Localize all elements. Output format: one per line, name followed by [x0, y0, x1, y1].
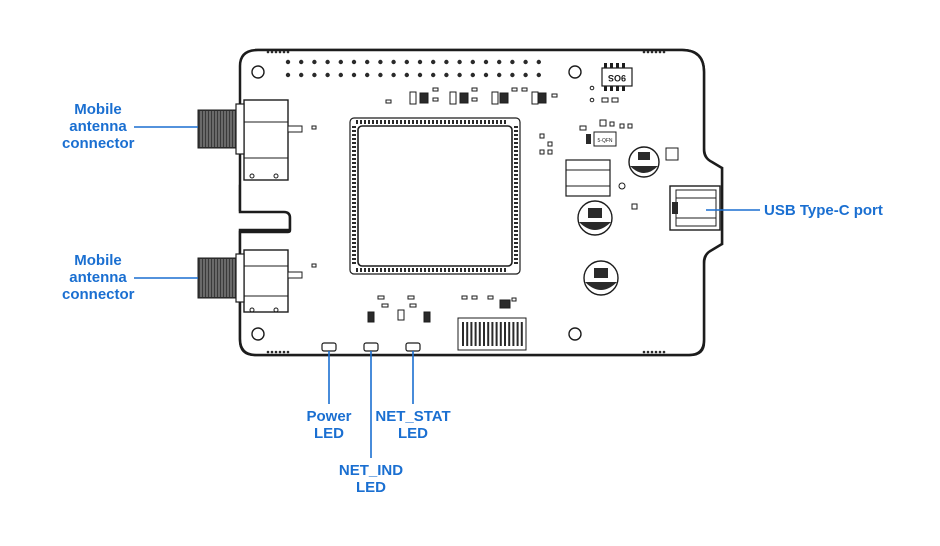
label-antenna-top: Mobile antenna connector — [62, 101, 135, 152]
antenna-connector-top — [197, 99, 303, 181]
net-stat-led — [405, 342, 421, 352]
label-net-ind-led-line2: LED — [356, 479, 386, 496]
mount-hole — [568, 65, 582, 79]
edge-dots — [266, 50, 666, 354]
label-net-stat-led-line2: LED — [398, 425, 428, 442]
net-ind-led — [363, 342, 379, 352]
label-power-led-line2: LED — [314, 425, 344, 442]
mount-hole — [251, 327, 265, 341]
capacitor-3 — [583, 260, 619, 296]
power-led — [321, 342, 337, 352]
label-net-stat-led: NET_STAT LED — [368, 408, 458, 442]
capacitor-1 — [628, 146, 660, 178]
label-usb-line1: USB Type-C port — [764, 202, 883, 219]
chip-marking: 9OS — [608, 73, 626, 83]
label-antenna-bottom-line2: antenna — [69, 269, 127, 286]
label-antenna-bottom: Mobile antenna connector — [62, 252, 135, 303]
antenna-connector-bottom — [197, 249, 303, 313]
label-antenna-bottom-line3: connector — [62, 286, 135, 303]
smd-components-bottom — [311, 125, 517, 323]
chip-qfn-marking: 5-QFN — [598, 138, 613, 144]
label-net-stat-led-line1: NET_STAT — [375, 408, 451, 425]
mount-hole — [251, 65, 265, 79]
label-net-ind-led: NET_IND LED — [328, 462, 414, 496]
chip-9os: 9OS — [589, 63, 633, 103]
inductor-block — [565, 159, 611, 197]
chip-qfn: 5-QFN — [539, 119, 633, 155]
gpio-header — [285, 59, 541, 78]
label-antenna-top-line1: Mobile — [74, 101, 122, 118]
mount-hole — [568, 327, 582, 341]
smd-components-top — [385, 87, 558, 105]
capacitor-2 — [577, 200, 613, 236]
label-power-led-line1: Power — [306, 408, 352, 425]
label-antenna-top-line2: antenna — [69, 118, 127, 135]
label-net-ind-led-line1: NET_IND — [338, 462, 404, 479]
label-antenna-bottom-line1: Mobile — [74, 252, 122, 269]
pcb-antenna — [457, 317, 527, 351]
cellular-module — [349, 117, 521, 275]
callout-lines — [134, 126, 760, 458]
label-power-led: Power LED — [294, 408, 364, 442]
usb-c-port — [669, 185, 721, 231]
label-usb: USB Type-C port — [764, 202, 883, 219]
label-antenna-top-line3: connector — [62, 135, 135, 152]
